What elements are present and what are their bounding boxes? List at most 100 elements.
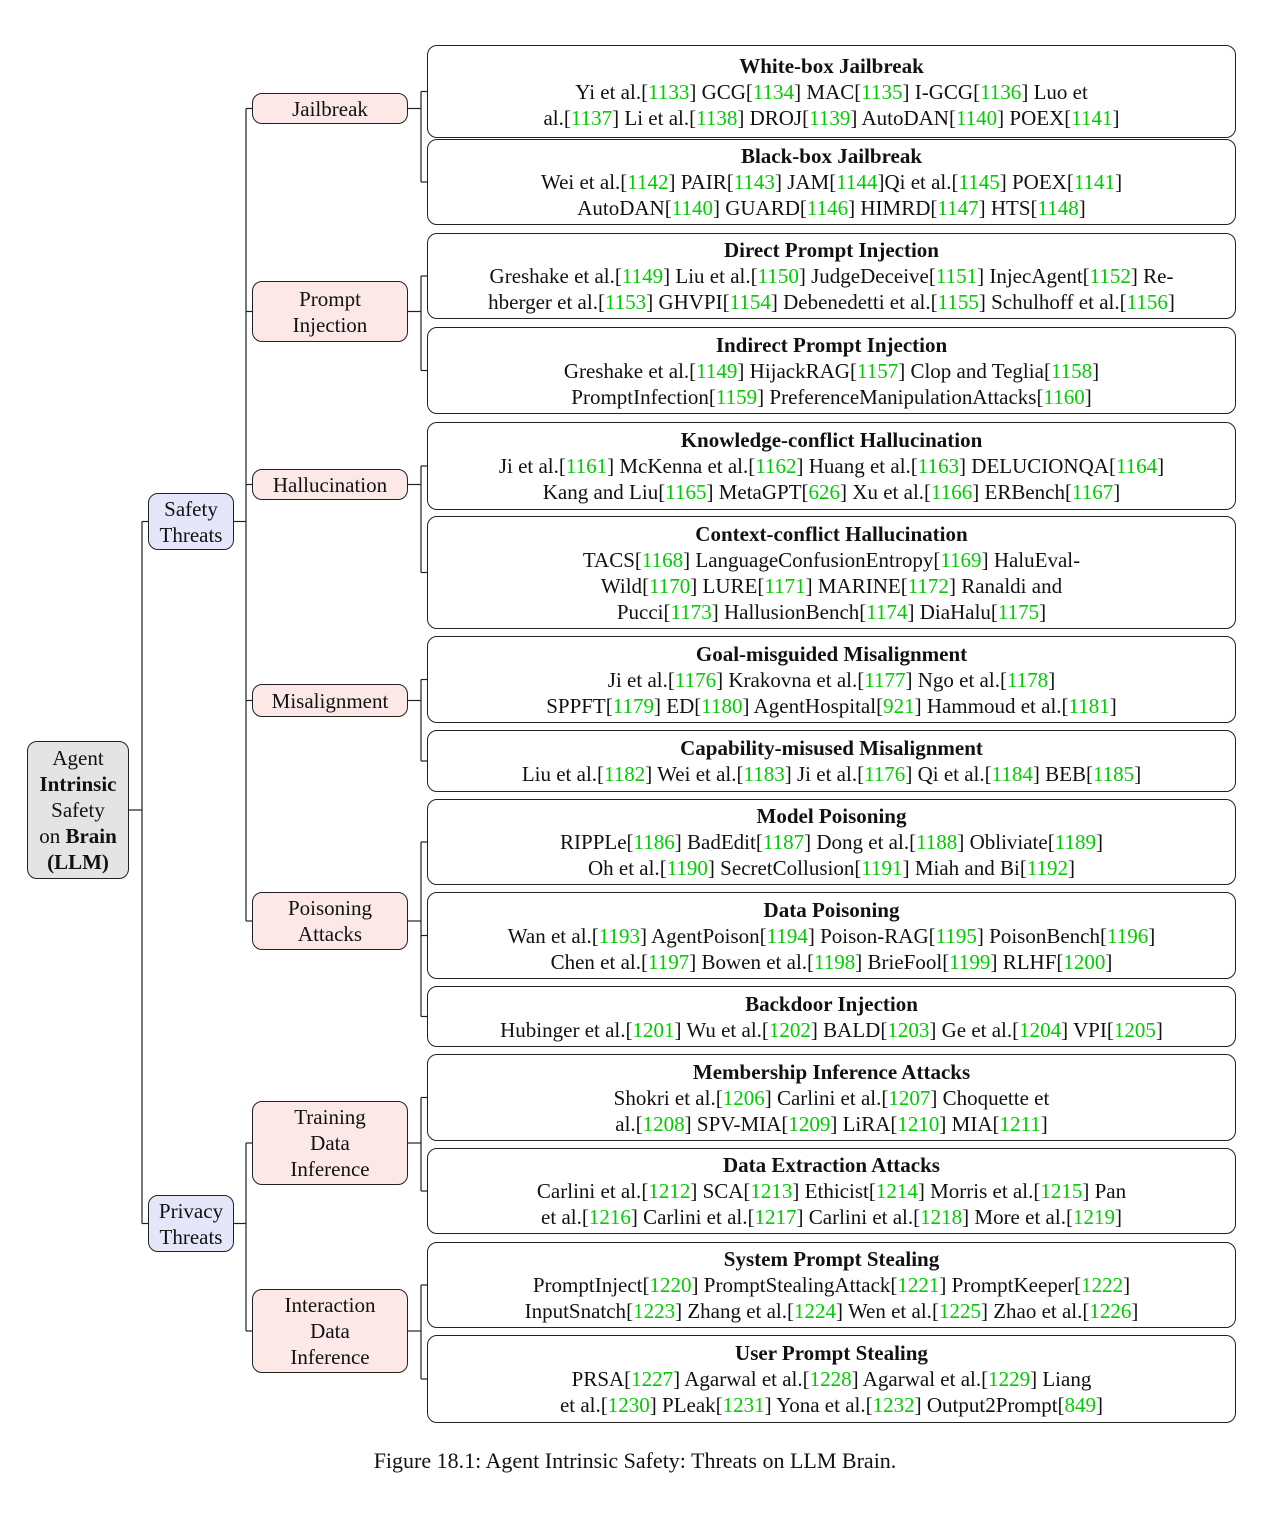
citation-link[interactable]: 1176 [674, 667, 717, 692]
citation-link[interactable]: 1202 [768, 1017, 811, 1042]
citation-link[interactable]: 1181 [1068, 693, 1110, 718]
citation-link[interactable]: 1148 [1037, 196, 1079, 220]
citation-link[interactable]: 1210 [897, 1111, 940, 1136]
citation-link[interactable]: 1222 [1081, 1273, 1124, 1297]
citation-link[interactable]: 1206 [722, 1085, 765, 1110]
citation-link[interactable]: 1151 [935, 264, 978, 288]
citation-link[interactable]: 1161 [565, 454, 608, 478]
citation-link[interactable]: 1183 [743, 762, 785, 786]
citation-link[interactable]: 1171 [764, 573, 806, 598]
citation-link[interactable]: 1155 [937, 290, 979, 314]
citation-link[interactable]: 1139 [809, 105, 851, 130]
citation-link[interactable]: 1185 [1092, 762, 1135, 786]
citation-link[interactable]: 1207 [888, 1085, 931, 1110]
citation-link[interactable]: 1191 [861, 856, 903, 880]
citation-link[interactable]: 1167 [1072, 480, 1114, 504]
citation-link[interactable]: 921 [883, 693, 915, 718]
citation-link[interactable]: 1184 [991, 762, 1033, 786]
citation-link[interactable]: 1232 [872, 1393, 915, 1417]
citation-link[interactable]: 1165 [665, 480, 707, 504]
citation-link[interactable]: 1162 [755, 454, 797, 478]
citation-link[interactable]: 849 [1064, 1393, 1097, 1417]
citation-link[interactable]: 1213 [750, 1179, 793, 1203]
citation-link[interactable]: 1198 [814, 949, 856, 974]
citation-link[interactable]: 1177 [864, 667, 906, 692]
citation-link[interactable]: 1205 [1113, 1017, 1156, 1042]
citation-link[interactable]: 1137 [570, 105, 613, 130]
citation-link[interactable]: 1204 [1019, 1017, 1062, 1042]
citation-link[interactable]: 1216 [588, 1205, 631, 1229]
citation-link[interactable]: 1140 [671, 196, 713, 220]
citation-link[interactable]: 1231 [722, 1393, 765, 1417]
citation-link[interactable]: 1217 [754, 1205, 797, 1229]
citation-link[interactable]: 1149 [696, 358, 738, 383]
citation-link[interactable]: 1225 [938, 1299, 981, 1323]
citation-link[interactable]: 1157 [856, 358, 899, 383]
citation-link[interactable]: 1221 [897, 1273, 940, 1297]
citation-link[interactable]: 1230 [607, 1393, 650, 1417]
citation-link[interactable]: 1215 [1040, 1179, 1083, 1203]
citation-link[interactable]: 1189 [1054, 830, 1096, 854]
citation-link[interactable]: 1212 [648, 1179, 691, 1203]
citation-link[interactable]: 1154 [729, 290, 771, 314]
citation-link[interactable]: 1208 [642, 1111, 685, 1136]
citation-link[interactable]: 1228 [809, 1367, 852, 1391]
citation-link[interactable]: 1211 [999, 1111, 1041, 1136]
citation-link[interactable]: 1187 [762, 830, 805, 854]
citation-link[interactable]: 1150 [757, 264, 799, 288]
citation-link[interactable]: 1224 [794, 1299, 837, 1323]
citation-link[interactable]: 1176 [864, 762, 906, 786]
citation-link[interactable]: 1140 [955, 105, 998, 130]
citation-link[interactable]: 1188 [916, 830, 958, 854]
citation-link[interactable]: 1135 [861, 79, 903, 104]
citation-link[interactable]: 1179 [612, 693, 654, 718]
citation-link[interactable]: 1147 [937, 196, 979, 220]
citation-link[interactable]: 1220 [649, 1273, 692, 1297]
citation-link[interactable]: 1180 [701, 693, 743, 718]
citation-link[interactable]: 626 [808, 480, 841, 504]
citation-link[interactable]: 1159 [715, 384, 758, 409]
citation-link[interactable]: 1196 [1106, 923, 1149, 948]
citation-link[interactable]: 1219 [1072, 1205, 1115, 1229]
citation-link[interactable]: 1201 [632, 1017, 675, 1042]
citation-link[interactable]: 1173 [670, 599, 712, 624]
citation-link[interactable]: 1142 [627, 170, 669, 194]
citation-link[interactable]: 1218 [920, 1205, 963, 1229]
citation-link[interactable]: 1166 [931, 480, 973, 504]
citation-link[interactable]: 1144 [836, 170, 878, 194]
citation-link[interactable]: 1141 [1073, 170, 1116, 194]
citation-link[interactable]: 1158 [1050, 358, 1093, 383]
citation-link[interactable]: 1143 [733, 170, 775, 194]
citation-link[interactable]: 1199 [949, 949, 991, 974]
citation-link[interactable]: 1146 [806, 196, 849, 220]
citation-link[interactable]: 1214 [875, 1179, 918, 1203]
citation-link[interactable]: 1174 [866, 599, 908, 624]
citation-link[interactable]: 1152 [1089, 264, 1131, 288]
citation-link[interactable]: 1156 [1126, 290, 1168, 314]
citation-link[interactable]: 1168 [641, 547, 684, 572]
citation-link[interactable]: 1186 [633, 830, 675, 854]
citation-link[interactable]: 1200 [1063, 949, 1106, 974]
citation-link[interactable]: 1197 [648, 949, 690, 974]
citation-link[interactable]: 1169 [940, 547, 982, 572]
citation-link[interactable]: 1134 [752, 79, 795, 104]
citation-link[interactable]: 1138 [696, 105, 738, 130]
citation-link[interactable]: 1133 [648, 79, 690, 104]
citation-link[interactable]: 1164 [1115, 454, 1158, 478]
citation-link[interactable]: 1209 [788, 1111, 831, 1136]
citation-link[interactable]: 1192 [1026, 856, 1069, 880]
citation-link[interactable]: 1149 [621, 264, 664, 288]
citation-link[interactable]: 1163 [917, 454, 960, 478]
citation-link[interactable]: 1182 [604, 762, 646, 786]
citation-link[interactable]: 1172 [907, 573, 949, 598]
citation-link[interactable]: 1193 [598, 923, 641, 948]
citation-link[interactable]: 1175 [997, 599, 1040, 624]
citation-link[interactable]: 1178 [1006, 667, 1049, 692]
citation-link[interactable]: 1160 [1043, 384, 1085, 409]
citation-link[interactable]: 1141 [1071, 105, 1113, 130]
citation-link[interactable]: 1194 [766, 923, 808, 948]
citation-link[interactable]: 1223 [633, 1299, 676, 1323]
citation-link[interactable]: 1227 [631, 1367, 674, 1391]
citation-link[interactable]: 1195 [935, 923, 977, 948]
citation-link[interactable]: 1203 [887, 1017, 930, 1042]
